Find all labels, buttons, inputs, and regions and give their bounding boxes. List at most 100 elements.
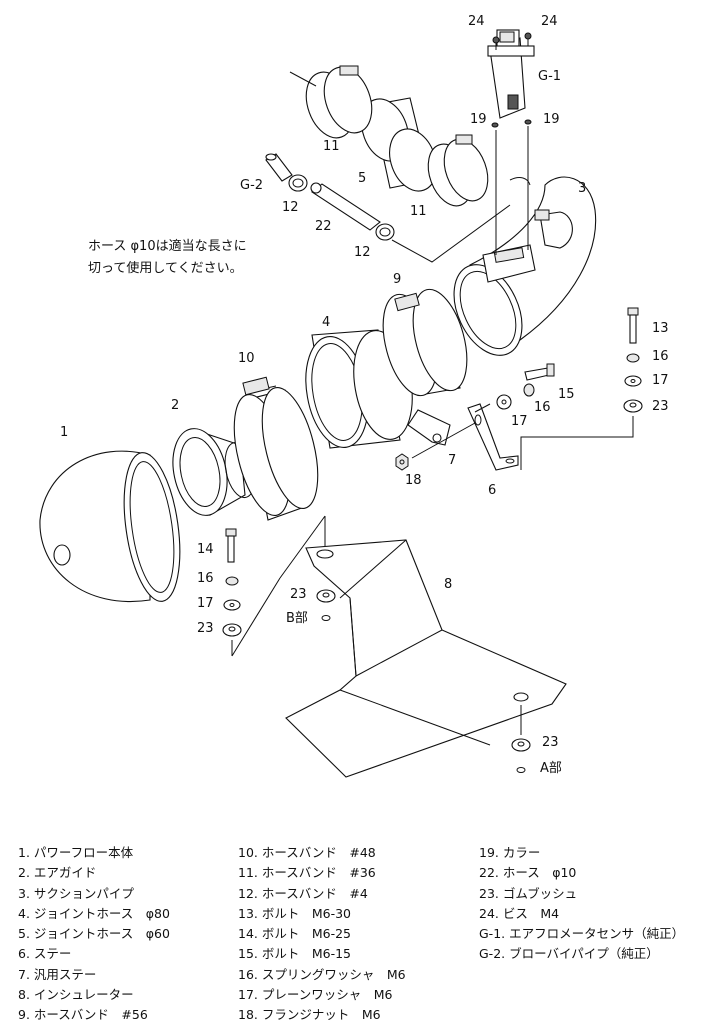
legend-item: 22. ホース φ10: [479, 865, 577, 881]
part-17-plain-washer-stay: [496, 394, 512, 410]
legend-item: 15. ボルト M6-15: [238, 946, 352, 962]
callout-19-left: 19: [470, 112, 487, 127]
part-2-air-guide: [172, 428, 256, 516]
legend-item: 8. インシュレーター: [18, 987, 134, 1003]
callout-17-stay: 17: [511, 414, 528, 429]
callout-16-stay: 16: [534, 400, 551, 415]
part-22-hose-10: [310, 182, 381, 231]
callout-24-right: 24: [541, 14, 558, 29]
callout-g1: G-1: [538, 69, 561, 84]
legend-item: 9. ホースバンド #56: [18, 1007, 148, 1023]
part-9-hose-band-56: [382, 288, 468, 397]
callout-12-upper: 12: [282, 200, 299, 215]
legend-item: 10. ホースバンド #48: [238, 845, 376, 860]
callout-18: 18: [405, 473, 422, 488]
hose-cutting-note: ホース φ10は適当な長さに 切って使用してください。: [88, 236, 247, 280]
part-19-collar-left: [491, 122, 499, 128]
part-18-flange-nut: [395, 453, 409, 471]
callout-13: 13: [652, 321, 669, 336]
callout-16-left: 16: [197, 571, 214, 586]
part-23-rubber-bush-right: [623, 399, 643, 413]
part-5-joint-hose-60: [361, 97, 437, 192]
callout-b-section: B部: [286, 611, 308, 626]
part-10-hose-band-48: [233, 376, 319, 521]
b-section-hole: [321, 615, 331, 621]
legend-item: 18. フランジナット M6: [238, 1007, 381, 1023]
legend-item: 11. ホースバンド #36: [238, 865, 376, 881]
callout-5: 5: [358, 171, 366, 186]
legend-item: 16. スプリングワッシャ M6: [238, 966, 406, 982]
exploded-parts-diagram: 24 24 G-1 19 19 3 11 5 11 G-2 12 22 12 9…: [39, 14, 669, 778]
callout-8: 8: [444, 577, 452, 592]
a-section-hole: [516, 767, 526, 773]
part-11-hose-band-36-upper: [289, 65, 373, 139]
part-24-screw-right: [524, 32, 532, 46]
legend-item: 7. 汎用ステー: [18, 966, 97, 982]
part-23-rubber-bush-b: [316, 589, 336, 603]
callout-17-left: 17: [197, 596, 214, 611]
callout-10: 10: [238, 351, 255, 366]
note-line-1: ホース φ10は適当な長さに: [88, 239, 247, 254]
legend-item: 14. ボルト M6-25: [238, 926, 352, 942]
part-1-power-flow-body: [39, 450, 181, 602]
part-24-screw-left: [492, 36, 500, 50]
callout-23-a: 23: [542, 735, 559, 750]
part-6-stay: [467, 403, 519, 471]
legend-item: 12. ホースバンド #4: [238, 885, 368, 901]
legend-item: 19. カラー: [479, 845, 541, 860]
legend-item: 13. ボルト M6-30: [238, 905, 352, 921]
part-8-insulator: [285, 539, 567, 778]
legend-item: 6. ステー: [18, 946, 72, 962]
part-g1-air-flow-sensor: [487, 29, 535, 119]
callout-22: 22: [315, 219, 332, 234]
part-16-spring-washer-right: [626, 353, 640, 363]
callout-3: 3: [578, 181, 586, 196]
part-15-bolt: [524, 363, 555, 381]
legend-item: G-2. ブローバイパイプ（純正）: [479, 946, 659, 962]
callout-4: 4: [322, 315, 330, 330]
callout-14: 14: [197, 542, 214, 557]
part-13-bolt: [627, 307, 639, 344]
part-7-general-stay: [407, 409, 451, 446]
callout-16-right: 16: [652, 349, 669, 364]
part-11-hose-band-36-lower: [427, 134, 489, 207]
part-14-bolt: [225, 528, 237, 563]
part-23-rubber-bush-left: [222, 623, 242, 637]
callout-17-right: 17: [652, 373, 669, 388]
part-23-rubber-bush-a: [511, 738, 531, 752]
callout-7: 7: [448, 453, 456, 468]
callout-15: 15: [558, 387, 575, 402]
callout-23-right: 23: [652, 399, 669, 414]
part-17-plain-washer-right: [624, 375, 642, 387]
part-g2-blow-by-pipe: [265, 153, 293, 182]
legend-item: 24. ビス M4: [479, 905, 560, 921]
note-line-2: 切って使用してください。: [88, 261, 243, 276]
callout-11-lower: 11: [410, 204, 427, 219]
part-12-hose-band-4-upper: [288, 174, 308, 192]
callout-23-left: 23: [197, 621, 214, 636]
part-3-suction-pipe: [453, 176, 597, 356]
legend-item: 1. パワーフロー本体: [18, 845, 134, 860]
legend-item: 3. サクションパイプ: [18, 885, 134, 901]
callout-12-lower: 12: [354, 245, 371, 260]
parts-legend-column-2: 10. ホースバンド #48 11. ホースバンド #36 12. ホースバンド #…: [238, 843, 406, 1026]
legend-item: 23. ゴムブッシュ: [479, 885, 578, 901]
legend-item: 5. ジョイントホース φ60: [18, 926, 170, 942]
part-16-spring-washer-stay: [523, 383, 535, 397]
part-19-collar-right: [524, 119, 532, 125]
legend-item: 17. プレーンワッシャ M6: [238, 987, 393, 1003]
legend-item: 2. エアガイド: [18, 865, 97, 881]
callout-19-right: 19: [543, 112, 560, 127]
callout-11-upper: 11: [323, 139, 340, 154]
callout-24-left: 24: [468, 14, 485, 29]
callout-g2: G-2: [240, 178, 263, 193]
parts-legend-column-1: 1. パワーフロー本体 2. エアガイド 3. サクションパイプ 4. ジョイントホー…: [18, 843, 170, 1026]
callout-9: 9: [393, 272, 401, 287]
part-17-plain-washer-left: [223, 599, 241, 611]
part-16-spring-washer-left: [225, 576, 239, 586]
callout-2: 2: [171, 398, 179, 413]
legend-item: 4. ジョイントホース φ80: [18, 905, 170, 921]
callout-6: 6: [488, 483, 496, 498]
callout-23-b: 23: [290, 587, 307, 602]
